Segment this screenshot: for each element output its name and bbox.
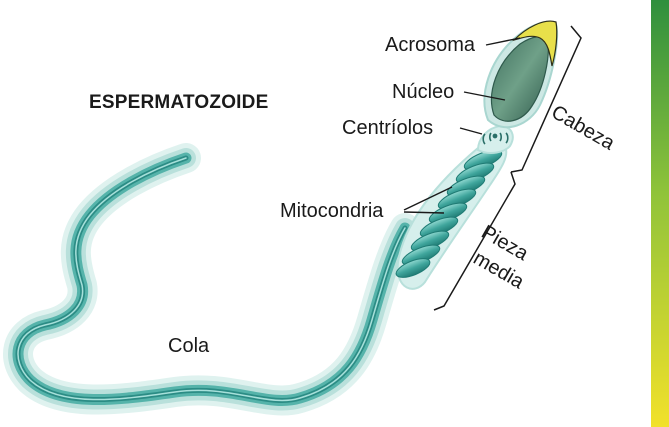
label-centriolos: Centríolos — [342, 118, 433, 138]
sperm-head — [484, 21, 557, 127]
label-acrosoma: Acrosoma — [385, 35, 475, 55]
nucleus-shape — [492, 37, 549, 122]
label-nucleo: Núcleo — [392, 82, 454, 102]
label-cola: Cola — [168, 336, 209, 356]
label-mitocondria: Mitocondria — [280, 201, 383, 221]
tail — [18, 158, 405, 400]
diagram-title: ESPERMATOZOIDE — [89, 92, 268, 114]
side-color-bar — [651, 0, 669, 427]
